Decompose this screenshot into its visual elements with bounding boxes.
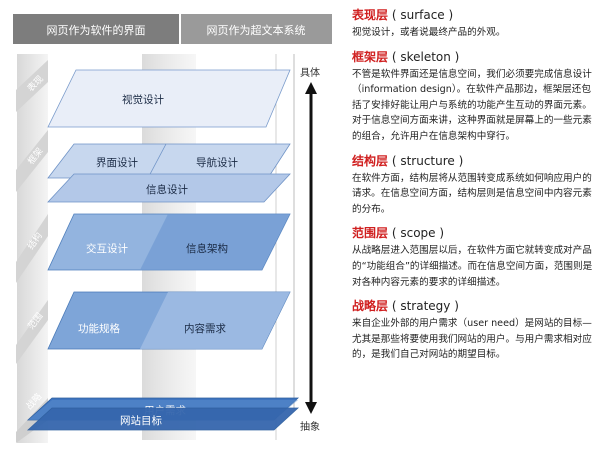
header-right-label: 网页作为超文本系统 — [207, 23, 306, 37]
title-en: ( skeleton ) — [391, 49, 460, 64]
abstraction-axis: 具体 抽象 — [300, 67, 320, 433]
section-structure: 结构层 ( structure ) 在软件方面，结构层将从范围转变成系统如何响应… — [352, 154, 595, 218]
information-design-label: 信息设计 — [146, 183, 188, 196]
section-scope: 范围层 ( scope ) 从战略层进入范围层以后，在软件方面它就转变成对产品的… — [352, 226, 595, 290]
visual-design-label: 视觉设计 — [122, 93, 164, 106]
section-body: 来自企业外部的用户需求（user need）是网站的目标—尤其是那些将要使用我们… — [352, 318, 592, 361]
plane-information-design — [47, 173, 291, 203]
title-zh: 战略层 — [352, 299, 389, 314]
title-en: ( scope ) — [391, 226, 445, 241]
layer-scope: 范围 功能规格 内容需求 — [16, 291, 291, 364]
plane-surface — [47, 69, 291, 128]
plane-scope-right — [140, 292, 290, 349]
information-architecture-label: 信息架构 — [186, 242, 228, 255]
five-planes-diagram: 网页作为软件的界面 网页作为超文本系统 战略 用户需求 网站目标 范围 功能规格… — [13, 14, 332, 443]
section-body: 在软件方面，结构层将从范围转变成系统如何响应用户的请求。在信息空间方面，结构层则… — [352, 172, 592, 215]
section-surface: 表现层 ( surface ) 视觉设计，或者说最终产品的外观。 — [352, 8, 595, 41]
section-title: 框架层 ( skeleton ) — [352, 50, 595, 65]
section-title: 战略层 ( strategy ) — [352, 299, 595, 314]
content-requirements-label: 内容需求 — [184, 322, 226, 335]
scope-side — [16, 300, 48, 364]
title-en: ( structure ) — [391, 153, 464, 168]
section-body: 从战略层进入范围层以后，在软件方面它就转变成对产品的“功能组合”的详细描述。而在… — [352, 245, 593, 288]
axis-top-label: 具体 — [300, 67, 320, 79]
title-en: ( strategy ) — [391, 299, 459, 314]
site-objectives-label: 网站目标 — [120, 414, 162, 427]
section-skeleton: 框架层 ( skeleton ) 不管是软件界面还是信息空间，我们必须要完成信息… — [352, 50, 595, 145]
plane-skeleton-top — [47, 143, 291, 179]
surface-side — [16, 60, 48, 112]
skeleton-divider — [147, 143, 167, 179]
header-left-panel — [13, 14, 179, 44]
plane-site-objectives — [26, 407, 300, 431]
axis-arrow-up-icon — [305, 82, 317, 94]
title-zh: 表现层 — [352, 8, 389, 22]
title-zh: 框架层 — [352, 49, 389, 64]
title-en: ( surface ) — [391, 8, 454, 22]
plane-structure-right — [140, 214, 290, 270]
section-title: 表现层 ( surface ) — [352, 8, 595, 23]
title-zh: 范围层 — [352, 226, 389, 241]
axis-bottom-label: 抽象 — [300, 420, 320, 433]
functional-specs-label: 功能规格 — [78, 322, 120, 335]
section-strategy: 战略层 ( strategy ) 来自企业外部的用户需求（user need）是… — [352, 299, 595, 363]
layer-structure: 结构 交互设计 信息架构 — [16, 213, 291, 283]
section-title: 结构层 ( structure ) — [352, 154, 595, 169]
skeleton-side — [16, 130, 48, 192]
header-right-panel — [181, 14, 332, 44]
descriptions-panel: 表现层 ( surface ) 视觉设计，或者说最终产品的外观。 框架层 ( s… — [352, 8, 595, 372]
structure-side — [16, 214, 48, 283]
section-body: 视觉设计，或者说最终产品的外观。 — [352, 27, 506, 38]
section-title: 范围层 ( scope ) — [352, 226, 595, 241]
interface-design-label: 界面设计 — [96, 156, 138, 169]
header-left-label: 网页作为软件的界面 — [47, 23, 146, 37]
section-body: 不管是软件界面还是信息空间，我们必须要完成信息设计（information de… — [352, 68, 592, 142]
navigation-design-label: 导航设计 — [196, 156, 238, 169]
interaction-design-label: 交互设计 — [86, 242, 128, 255]
axis-arrow-down-icon — [305, 402, 317, 414]
layer-surface: 表现 视觉设计 — [16, 60, 291, 128]
layer-skeleton: 框架 界面设计 导航设计 信息设计 — [16, 130, 291, 203]
title-zh: 结构层 — [352, 153, 389, 168]
